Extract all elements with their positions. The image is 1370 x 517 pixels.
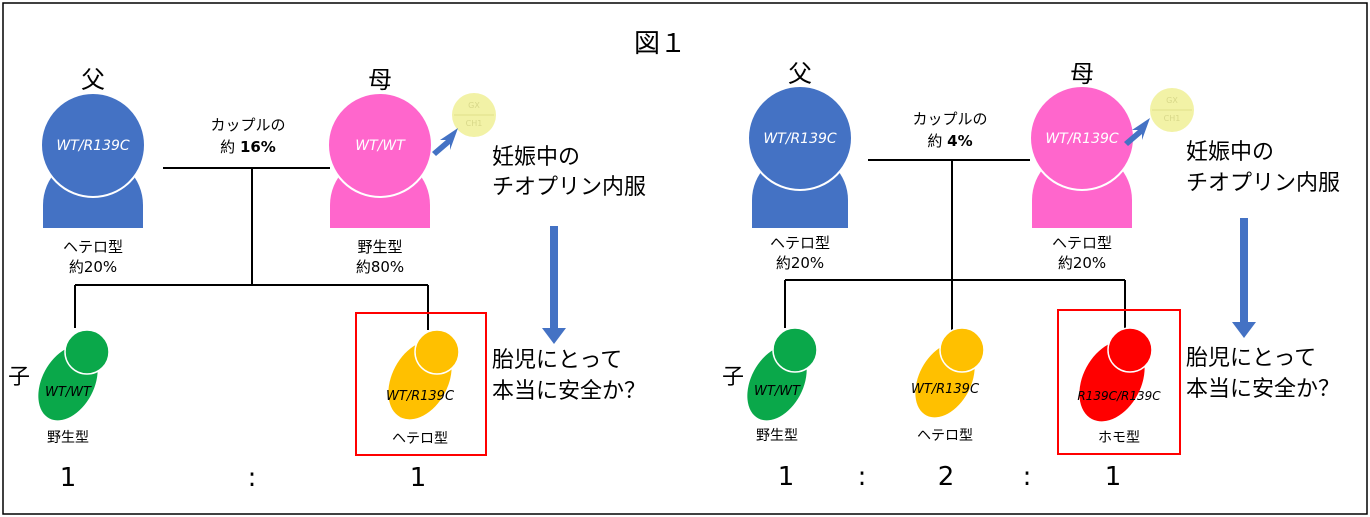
right-father-freq: 約20% (776, 254, 824, 272)
left-couple-line1: カップルの (210, 116, 285, 134)
left-mother-freq: 約80% (356, 258, 404, 276)
left-child-2-genotype: WT/R139C (386, 389, 455, 404)
svg-text:GX: GX (468, 101, 480, 110)
right-father-type: ヘテロ型 (770, 234, 830, 252)
right-children-label: 子 (722, 365, 744, 390)
right-child-1-genotype: WT/WT (754, 384, 801, 399)
right-note-line2: チオプリン内服 (1186, 171, 1340, 196)
left-couple-line2: 約 16% (220, 138, 276, 156)
left-child-2: WT/R139C ヘテロ型 (386, 329, 460, 447)
right-pill-icon: GX CH1 (1150, 88, 1194, 132)
left-father: 父 WT/R139C ヘテロ型 約20% (40, 66, 146, 276)
right-couple-line2: 約 4% (927, 132, 972, 150)
left-mother-genotype: WT/WT (355, 138, 406, 154)
svg-text:GX: GX (1166, 96, 1178, 105)
left-highlight-box (355, 312, 487, 456)
left-ratio-1: 1 (60, 463, 77, 493)
right-mother-freq: 約20% (1058, 254, 1106, 272)
right-highlight-box (1057, 309, 1181, 455)
left-mother-type: 野生型 (357, 238, 402, 256)
figure-title: 図１ (634, 29, 686, 59)
svg-text:CH1: CH1 (1164, 114, 1181, 123)
right-ratio-3: 1 (1105, 462, 1122, 492)
right-question-line2: 本当に安全か？ (1186, 377, 1340, 402)
left-pill-arrow-icon (432, 128, 458, 156)
right-couple-line1: カップルの (912, 110, 987, 128)
left-panel: 父 WT/R139C ヘテロ型 約20% カップルの 約 16% 母 WT/WT… (8, 66, 646, 493)
svg-text:CH1: CH1 (466, 119, 483, 128)
right-mother-type: ヘテロ型 (1052, 234, 1112, 252)
right-father-genotype: WT/R139C (763, 131, 837, 147)
right-down-arrow-icon (1232, 218, 1256, 338)
left-child-1: WT/WT 野生型 (38, 329, 110, 446)
left-mother-label: 母 (368, 66, 392, 94)
left-father-freq: 約20% (69, 258, 117, 276)
right-child-3-type: ホモ型 (1098, 430, 1140, 446)
left-down-arrow-icon (542, 226, 566, 344)
right-father-label: 父 (788, 60, 812, 88)
right-child-3-genotype: R139C/R139C (1077, 389, 1161, 403)
right-ratio-sep-2: : (1023, 462, 1032, 492)
left-note-line1: 妊娠中の (492, 145, 580, 170)
right-pill-arrow-icon (1124, 118, 1150, 146)
right-pedigree-lines (784, 159, 1126, 335)
right-child-2-genotype: WT/R139C (911, 382, 980, 397)
right-child-1: WT/WT 野生型 (747, 327, 818, 444)
left-children-label: 子 (8, 365, 30, 390)
right-child-3: R139C/R139C ホモ型 (1077, 327, 1161, 446)
right-mother: 母 WT/R139C ヘテロ型 約20% (1029, 60, 1135, 272)
left-note-line2: チオプリン内服 (492, 175, 646, 200)
left-question-line1: 胎児にとって (492, 348, 622, 373)
left-ratio-2: 1 (410, 463, 427, 493)
left-child-1-genotype: WT/WT (45, 385, 92, 400)
left-pill-icon: GX CH1 (452, 93, 496, 137)
right-question-line1: 胎児にとって (1186, 346, 1316, 371)
right-mother-genotype: WT/R139C (1045, 131, 1119, 147)
left-father-label: 父 (81, 66, 105, 94)
right-father-head (747, 85, 853, 191)
right-note-line1: 妊娠中の (1186, 140, 1274, 165)
left-father-genotype: WT/R139C (56, 138, 130, 154)
left-pedigree-lines (74, 167, 429, 330)
right-father: 父 WT/R139C ヘテロ型 約20% (747, 60, 853, 272)
right-child-1-type: 野生型 (756, 428, 798, 444)
left-ratio-sep: : (248, 463, 257, 493)
left-child-1-type: 野生型 (47, 430, 89, 446)
right-child-2: WT/R139C ヘテロ型 (911, 327, 985, 444)
left-question-line2: 本当に安全か？ (492, 379, 646, 404)
right-panel: 父 WT/R139C ヘテロ型 約20% カップルの 約 4% 母 WT/R13… (722, 60, 1340, 492)
right-mother-label: 母 (1070, 60, 1094, 88)
right-ratio-1: 1 (778, 462, 795, 492)
right-child-2-type: ヘテロ型 (917, 428, 973, 444)
left-mother-head (327, 92, 433, 198)
left-father-head (40, 92, 146, 198)
left-child-2-type: ヘテロ型 (392, 431, 448, 447)
right-ratio-2: 2 (938, 462, 955, 492)
left-mother: 母 WT/WT 野生型 約80% (327, 66, 433, 276)
left-father-type: ヘテロ型 (63, 238, 123, 256)
right-ratio-sep-1: : (858, 462, 867, 492)
